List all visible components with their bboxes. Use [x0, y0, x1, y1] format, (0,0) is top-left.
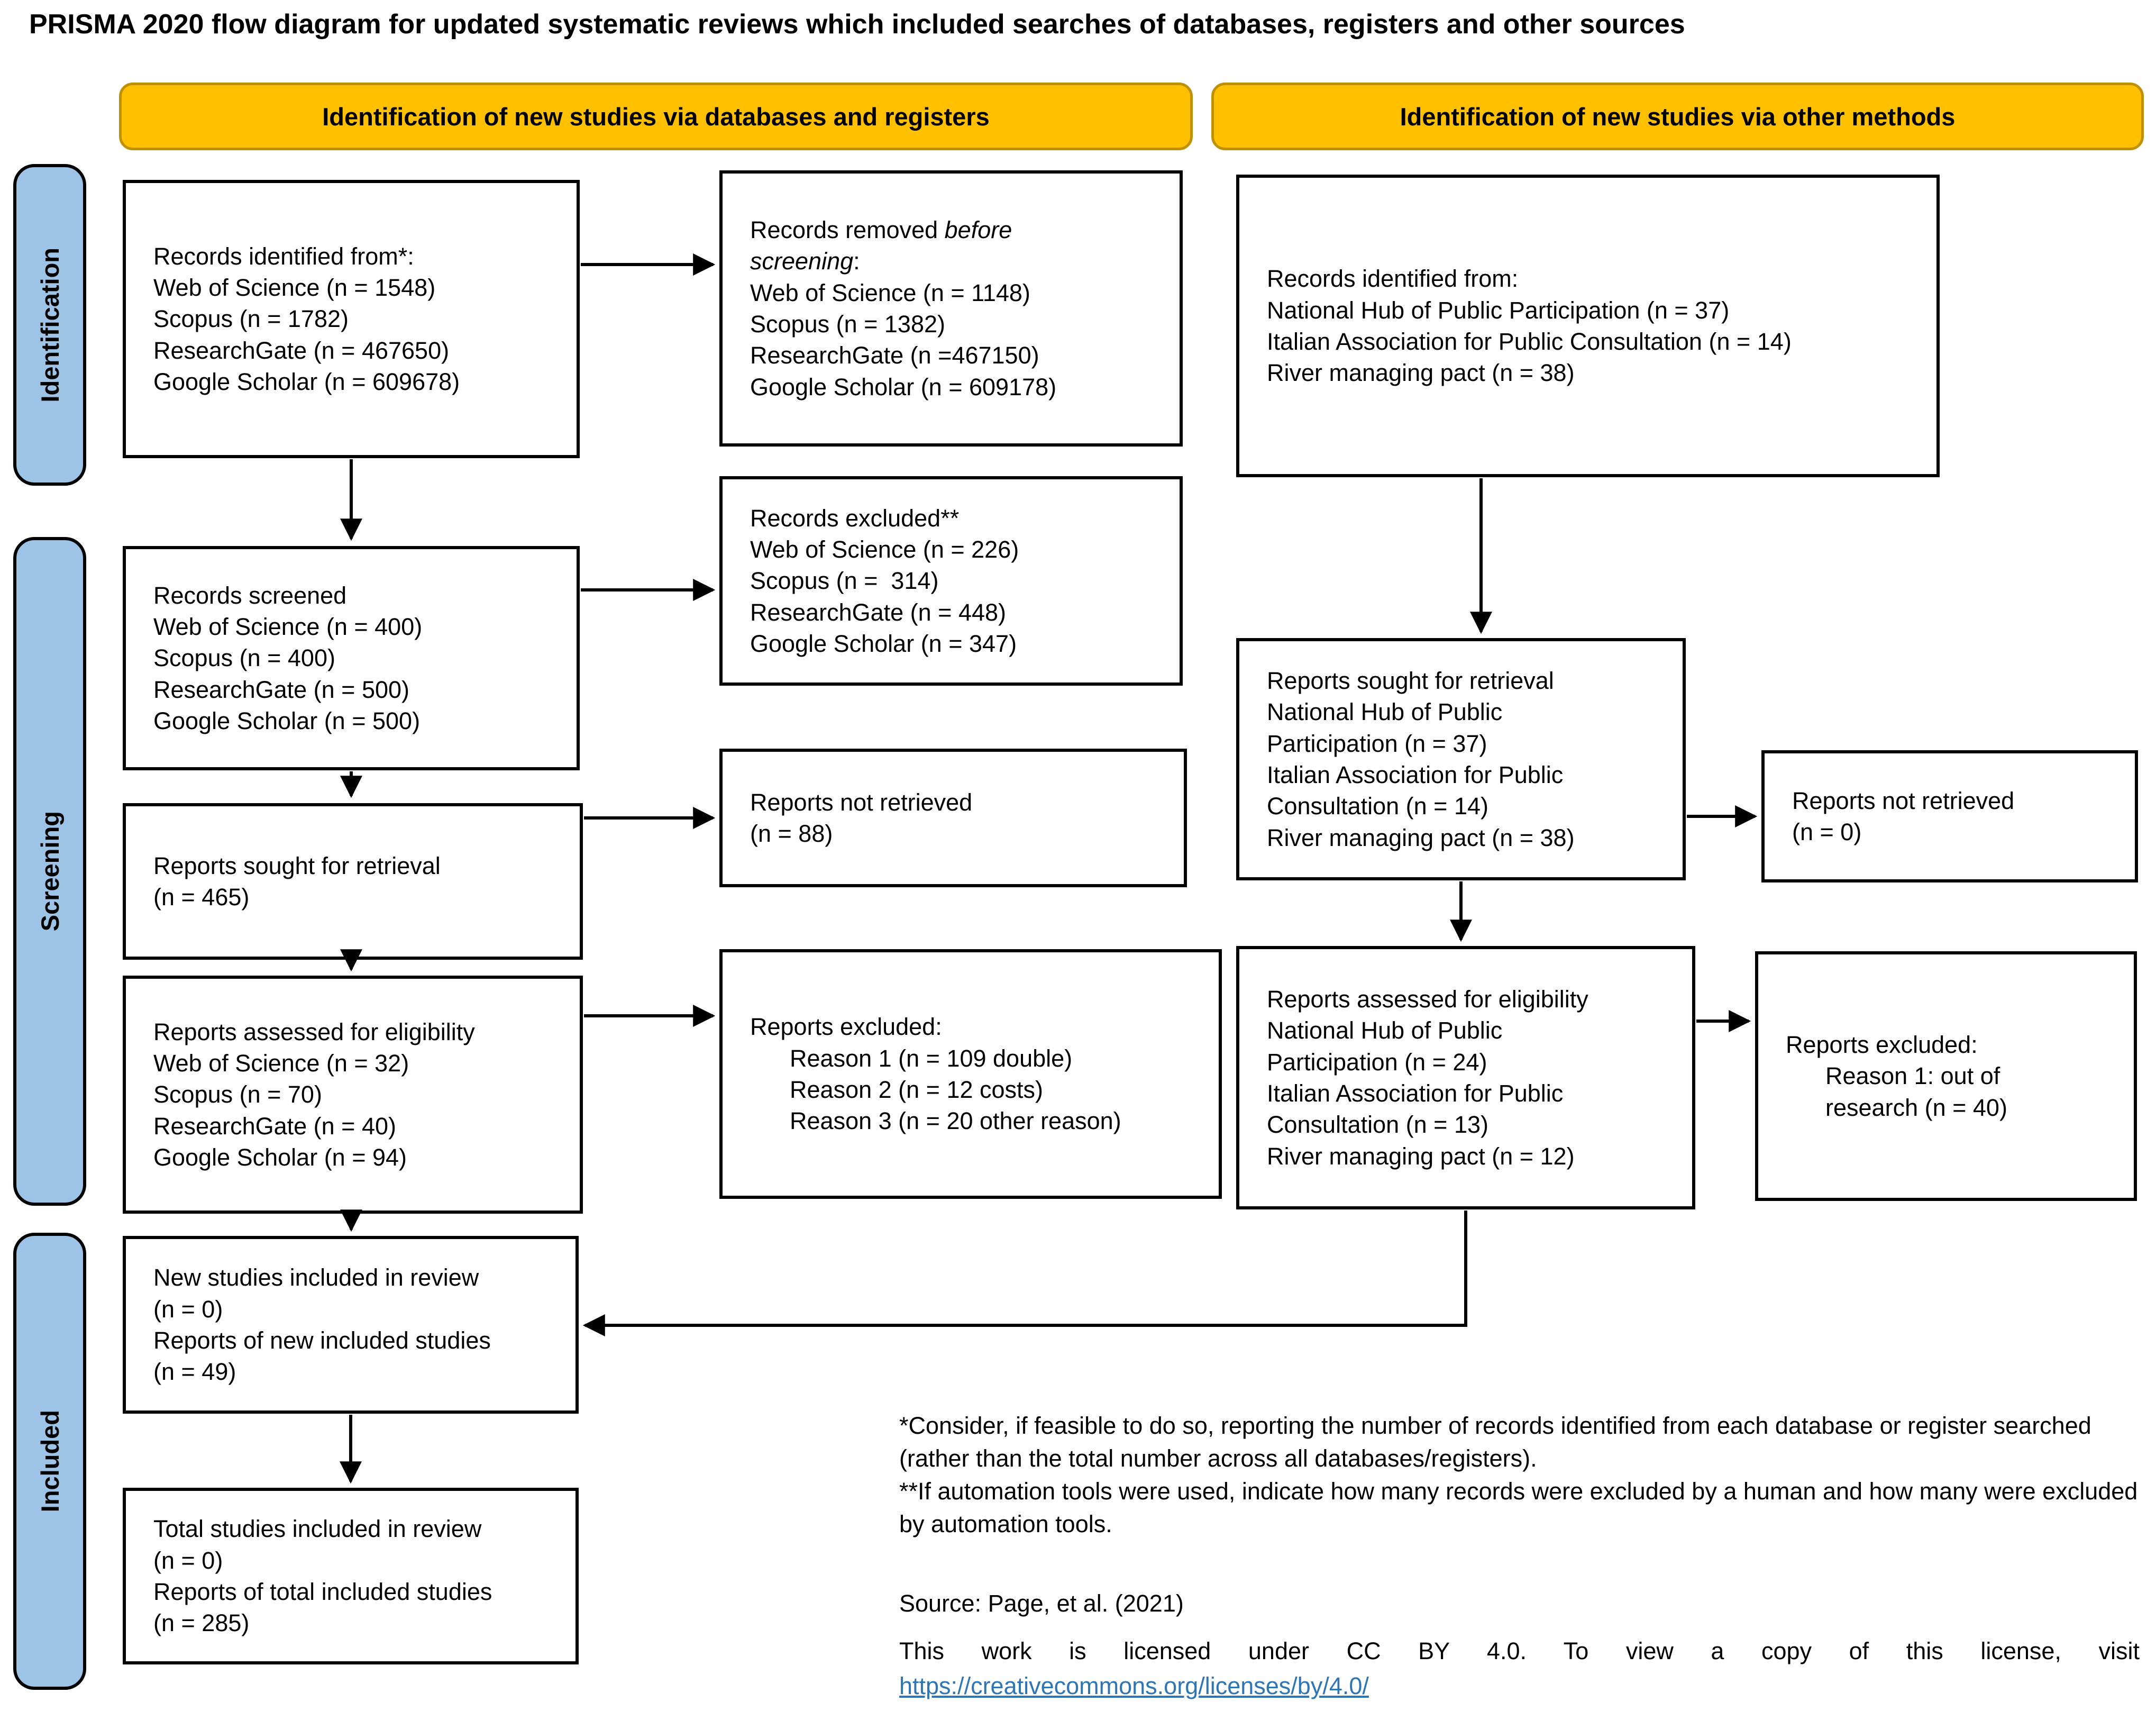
sidebar-stage-screening: Screening [13, 537, 86, 1206]
reports-not-retrieved-other-text: Reports not retrieved (n = 0) [1792, 787, 2015, 845]
reports-assessed-other-box: Reports assessed for eligibility Nationa… [1236, 946, 1695, 1209]
reports-sought-other-text: Reports sought for retrieval National Hu… [1267, 667, 1575, 851]
records-removed-line2-suffix: : [853, 248, 860, 275]
banner-databases-registers: Identification of new studies via databa… [119, 83, 1193, 150]
sidebar-stage-included: Included [13, 1233, 86, 1690]
records-identified-databases-text: Records identified from*: Web of Science… [153, 242, 460, 396]
records-identified-other-box: Records identified from: National Hub of… [1236, 175, 1940, 477]
reports-excluded-reasons-text: Reports excluded: Reason 1 (n = 109 doub… [750, 1013, 1121, 1135]
banner-databases-registers-label: Identification of new studies via databa… [322, 102, 990, 131]
reports-not-retrieved-databases-text: Reports not retrieved (n = 88) [750, 788, 973, 847]
records-identified-databases-box: Records identified from*: Web of Science… [123, 180, 580, 458]
new-studies-included-box: New studies included in review (n = 0) R… [123, 1236, 579, 1414]
reports-not-retrieved-databases-box: Reports not retrieved (n = 88) [719, 749, 1187, 887]
new-studies-included-text: New studies included in review (n = 0) R… [153, 1264, 491, 1386]
page-title: PRISMA 2020 flow diagram for updated sys… [29, 9, 1685, 40]
banner-other-methods: Identification of new studies via other … [1211, 83, 2144, 150]
records-removed-before-screening-text: Records removed before screening: Web of S… [723, 214, 1065, 403]
footnotes-block: *Consider, if feasible to do so, reporti… [899, 1409, 2142, 1541]
total-studies-included-box: Total studies included in review (n = 0)… [123, 1488, 579, 1664]
arrow-other-assessed-to-new-included [582, 1211, 1467, 1336]
records-excluded-box: Records excluded** Web of Science (n = 2… [719, 476, 1183, 686]
records-removed-counts: Web of Science (n = 1148) Scopus (n = 13… [750, 279, 1057, 401]
reports-excluded-reasons-box: Reports excluded: Reason 1 (n = 109 doub… [719, 949, 1222, 1199]
records-removed-line1-italic: before [944, 216, 1012, 243]
reports-assessed-databases-box: Reports assessed for eligibility Web of … [123, 976, 583, 1214]
reports-assessed-other-text: Reports assessed for eligibility Nationa… [1267, 985, 1588, 1170]
source-note: Source: Page, et al. (2021) [899, 1590, 1184, 1617]
reports-excluded-other-text: Reports excluded: Reason 1: out of resea… [1786, 1031, 2007, 1121]
license-link[interactable]: https://creativecommons.org/licenses/by/… [899, 1672, 1369, 1699]
records-excluded-text: Records excluded** Web of Science (n = 2… [750, 504, 1019, 658]
footnote-double-asterisk: **If automation tools were used, indicat… [899, 1478, 2138, 1538]
records-removed-line2-italic: screening [750, 248, 854, 275]
total-studies-included-text: Total studies included in review (n = 0)… [153, 1515, 492, 1637]
records-removed-line1: Records removed [750, 216, 945, 243]
records-screened-box: Records screened Web of Science (n = 400… [123, 546, 580, 770]
footnote-asterisk: *Consider, if feasible to do so, reporti… [899, 1412, 2091, 1472]
reports-sought-other-box: Reports sought for retrieval National Hu… [1236, 638, 1686, 880]
reports-excluded-other-box: Reports excluded: Reason 1: out of resea… [1755, 951, 2137, 1201]
records-screened-text: Records screened Web of Science (n = 400… [153, 581, 423, 735]
records-removed-before-screening-box: Records removed before screening: Web of S… [719, 170, 1183, 447]
reports-assessed-databases-text: Reports assessed for eligibility Web of … [153, 1018, 475, 1171]
records-identified-other-text: Records identified from: National Hub of… [1267, 265, 1792, 387]
sidebar-stage-identification: Identification [13, 164, 86, 486]
banner-other-methods-label: Identification of new studies via other … [1400, 102, 1956, 131]
reports-not-retrieved-other-box: Reports not retrieved (n = 0) [1761, 750, 2138, 882]
license-text: This work is licensed under CC BY 4.0. T… [899, 1637, 2140, 1664]
reports-sought-databases-text: Reports sought for retrieval (n = 465) [153, 852, 441, 911]
